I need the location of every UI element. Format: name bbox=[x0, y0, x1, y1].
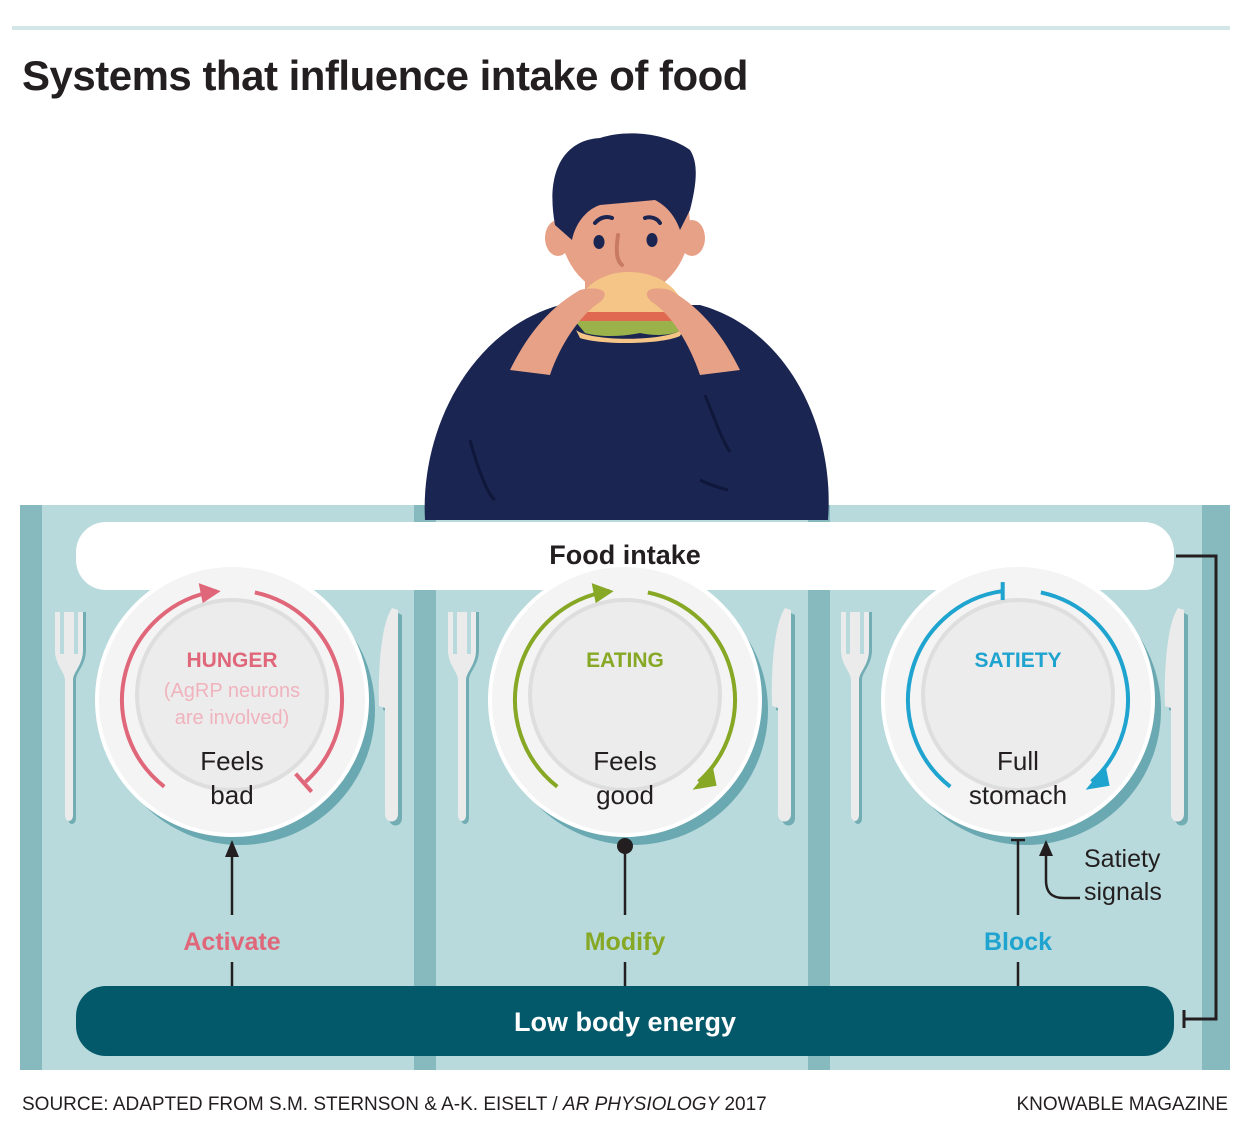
food-intake-bar bbox=[76, 522, 1174, 590]
publisher-credit: KNOWABLE MAGAZINE bbox=[1016, 1094, 1229, 1115]
satiety-signals-line2: signals bbox=[1084, 878, 1162, 906]
right-hand bbox=[646, 288, 740, 375]
plate-center bbox=[528, 598, 722, 792]
placemat-stripe bbox=[20, 505, 42, 1070]
cycle-arc-left bbox=[906, 589, 1003, 789]
satiety-signals: Satiety signals bbox=[1039, 840, 1162, 906]
arrow-head-icon bbox=[692, 765, 717, 790]
left-hand bbox=[510, 288, 605, 375]
cycle-arc-left bbox=[120, 589, 217, 789]
hunger-feeling-line2: bad bbox=[210, 780, 253, 810]
arrow-head-icon bbox=[198, 583, 221, 604]
eating-heading: EATING bbox=[586, 649, 664, 672]
satiety-signals-line1: Satiety bbox=[1084, 845, 1161, 873]
knife-icon bbox=[378, 608, 402, 826]
cycle-arc-right bbox=[647, 590, 737, 784]
plate-hunger: HUNGER (AgRP neurons are involved) Feels bad bbox=[55, 563, 402, 845]
source-prefix: SOURCE: ADAPTED FROM S.M. STERNSON & A-K… bbox=[22, 1094, 563, 1115]
source-year: 2017 bbox=[719, 1094, 767, 1115]
hair bbox=[552, 133, 696, 240]
arrow-up-icon bbox=[225, 840, 239, 857]
plate-satiety: SATIETY Full stomach bbox=[841, 563, 1188, 845]
cycle-arc-right bbox=[254, 590, 344, 784]
placemat-stripe bbox=[414, 505, 436, 1070]
low-body-energy-label: Low body energy bbox=[514, 1007, 736, 1037]
source-credit: SOURCE: ADAPTED FROM S.M. STERNSON & A-K… bbox=[22, 1094, 767, 1116]
satiety-feeling-line2: stomach bbox=[969, 780, 1067, 810]
burger-icon bbox=[572, 272, 686, 344]
connector-hunger: Activate bbox=[183, 840, 281, 986]
feedback-bracket bbox=[1176, 554, 1218, 1028]
eating-connector-label: Modify bbox=[585, 928, 666, 956]
cycle-arc-right bbox=[1040, 590, 1130, 784]
eating-feeling-line2: good bbox=[596, 780, 654, 810]
page-title: Systems that influence intake of food bbox=[22, 52, 748, 99]
arrow-head-icon bbox=[591, 583, 614, 604]
fork-icon bbox=[55, 612, 86, 824]
hunger-subheading-line2: are involved) bbox=[175, 707, 290, 729]
fork-icon bbox=[841, 612, 872, 824]
plate-eating: EATING Feels good bbox=[448, 563, 795, 845]
food-intake-label: Food intake bbox=[549, 540, 701, 570]
satiety-connector-label: Block bbox=[984, 928, 1052, 956]
plate-center bbox=[135, 598, 329, 792]
arrow-up-icon bbox=[1039, 840, 1053, 856]
source-journal: AR PHYSIOLOGY bbox=[562, 1094, 720, 1115]
hunger-feeling-line1: Feels bbox=[200, 746, 264, 776]
placemat-stripe bbox=[808, 505, 830, 1070]
low-body-energy-bar bbox=[76, 986, 1174, 1056]
eating-feeling-line1: Feels bbox=[593, 746, 657, 776]
top-divider bbox=[12, 26, 1230, 30]
satiety-heading: SATIETY bbox=[974, 649, 1061, 672]
connector-satiety: Block bbox=[984, 838, 1052, 986]
dot-terminal-icon bbox=[617, 838, 633, 854]
fork-icon bbox=[448, 612, 479, 824]
knife-icon bbox=[771, 608, 795, 826]
person-eating-illustration bbox=[424, 133, 829, 520]
hunger-connector-label: Activate bbox=[183, 928, 280, 956]
knife-icon bbox=[1164, 608, 1188, 826]
arrow-head-icon bbox=[1085, 765, 1110, 790]
cycle-arc-left bbox=[513, 589, 610, 789]
hunger-heading: HUNGER bbox=[186, 649, 277, 672]
connector-eating: Modify bbox=[585, 838, 666, 986]
inhibit-bar-icon bbox=[294, 772, 314, 794]
satiety-feeling-line1: Full bbox=[997, 746, 1039, 776]
plate-center bbox=[921, 598, 1115, 792]
hunger-subheading-line1: (AgRP neurons bbox=[164, 680, 300, 702]
